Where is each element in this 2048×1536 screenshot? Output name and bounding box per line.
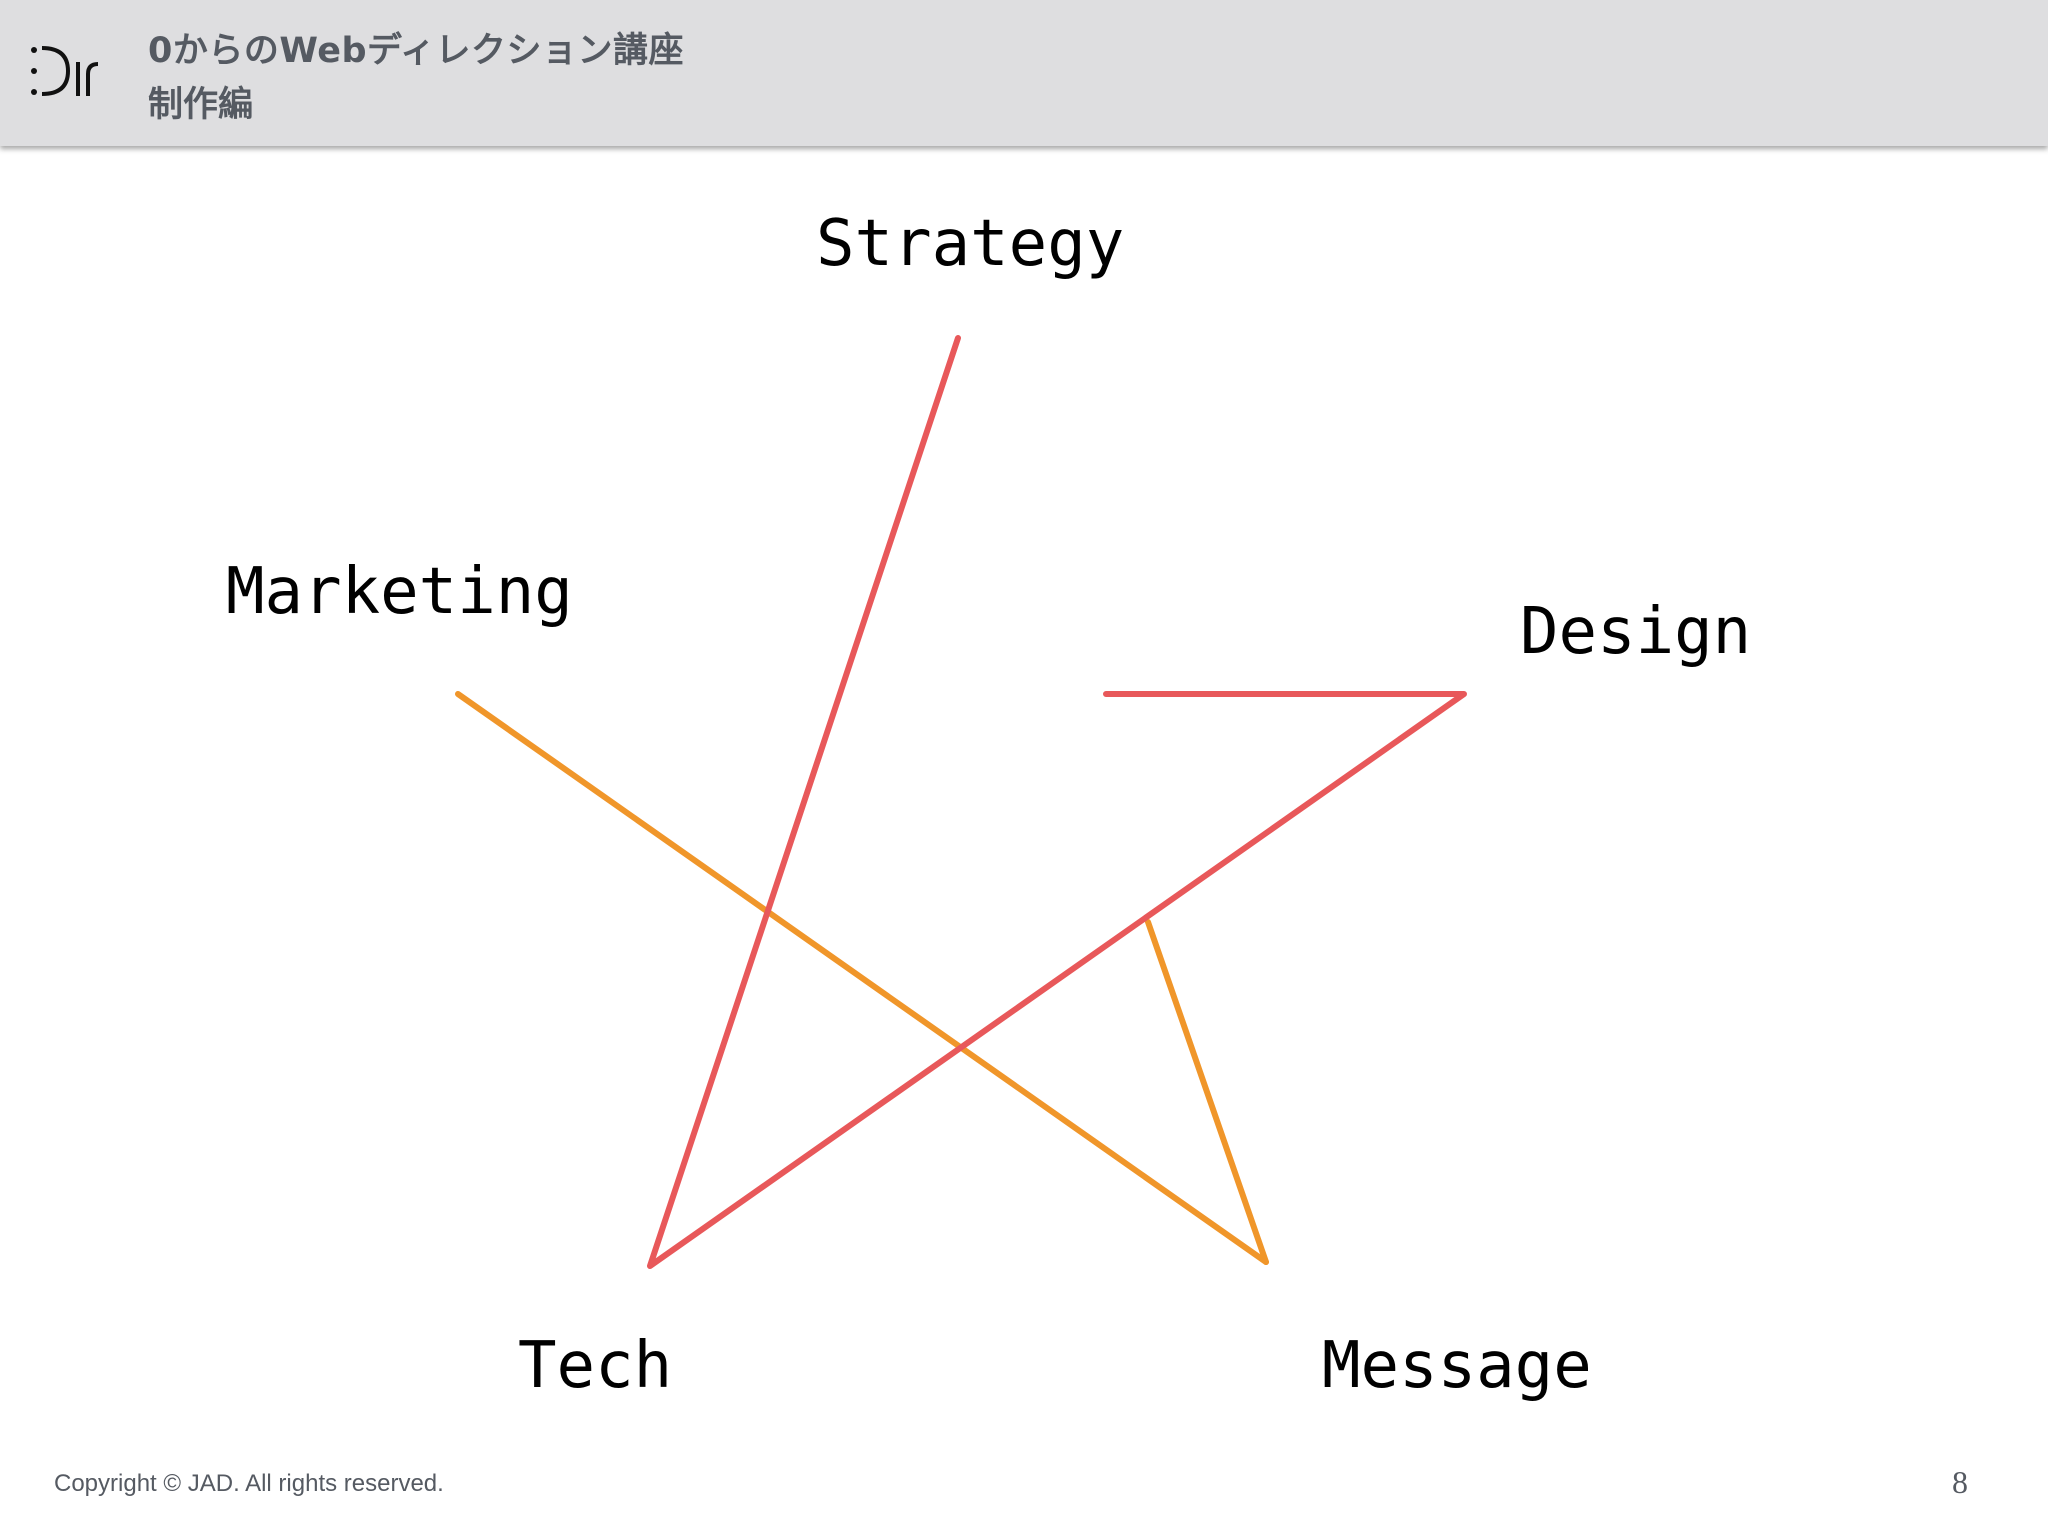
- header-bar: 0からのWebディレクション講座 制作編: [0, 0, 2048, 146]
- star-stroke-marketing-to-message: [455, 691, 1269, 1265]
- page-number: 8: [1952, 1464, 1968, 1500]
- course-title: 0からのWebディレクション講座: [148, 31, 685, 71]
- dir-logo: [31, 46, 99, 96]
- label-marketing: Marketing: [226, 555, 573, 629]
- star-stroke-design-tech-strategy: [647, 335, 1467, 1269]
- label-design: Design: [1520, 595, 1752, 669]
- course-subtitle: 制作編: [148, 85, 254, 125]
- label-strategy: Strategy: [816, 207, 1125, 281]
- copyright-text: Copyright © JAD. All rights reserved.: [54, 1470, 444, 1497]
- star-stroke-message-inner: [1145, 919, 1269, 1265]
- label-message: Message: [1322, 1329, 1592, 1403]
- label-tech: Tech: [518, 1329, 673, 1403]
